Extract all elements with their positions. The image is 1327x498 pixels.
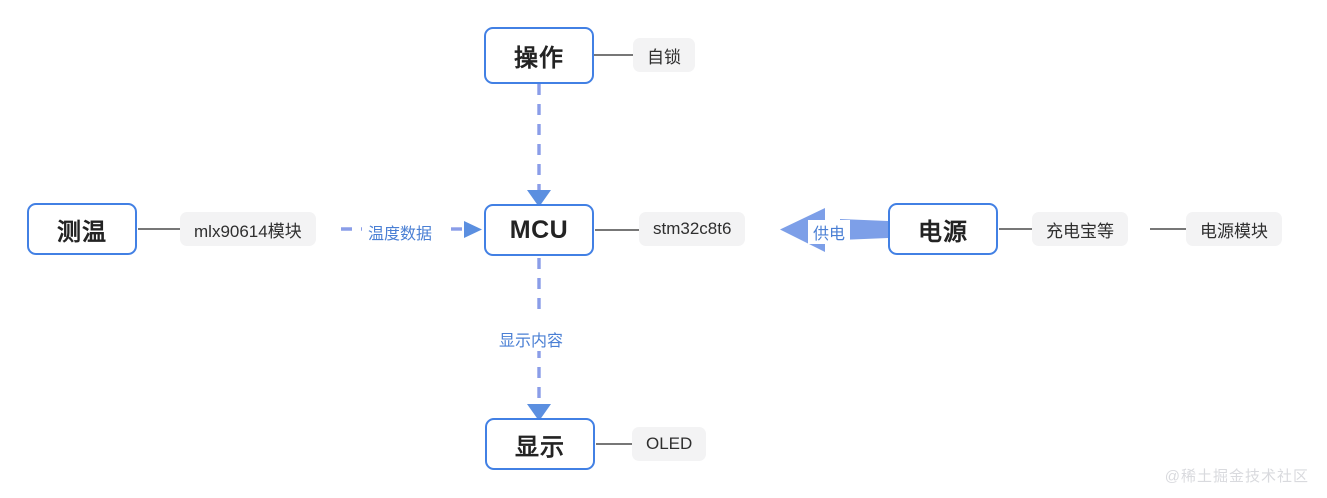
edge-label-display-content: 显示内容 <box>494 327 569 351</box>
node-temperature[interactable]: 测温 <box>27 203 137 255</box>
pill-mlx90614-label: mlx90614模块 <box>194 221 302 241</box>
pill-power-bank[interactable]: 充电宝等 <box>1032 212 1128 246</box>
node-mcu[interactable]: MCU <box>484 204 594 256</box>
pill-power-module[interactable]: 电源模块 <box>1186 212 1282 246</box>
edge-label-power-supply: 供电 <box>808 220 851 244</box>
node-operation-label: 操作 <box>514 45 564 72</box>
pill-mlx90614[interactable]: mlx90614模块 <box>180 212 316 246</box>
arrowhead-temperature-to-mcu <box>464 221 482 238</box>
node-operation[interactable]: 操作 <box>484 27 594 84</box>
node-mcu-label: MCU <box>509 215 569 244</box>
node-power-label: 电源 <box>918 218 968 246</box>
pill-oled[interactable]: OLED <box>632 427 707 461</box>
pill-self-lock-label: 自锁 <box>647 47 681 67</box>
watermark: @稀土掘金技术社区 <box>1164 468 1309 485</box>
pill-power-module-label: 电源模块 <box>1200 221 1268 241</box>
node-display[interactable]: 显示 <box>485 418 595 470</box>
node-display-label: 显示 <box>515 433 565 461</box>
pill-self-lock[interactable]: 自锁 <box>633 38 695 72</box>
pill-stm32c8t6-label: stm32c8t6 <box>653 219 732 238</box>
pill-stm32c8t6[interactable]: stm32c8t6 <box>639 212 746 246</box>
node-power[interactable]: 电源 <box>888 203 998 255</box>
edge-label-temperature-data: 温度数据 <box>363 220 438 244</box>
node-temperature-label: 测温 <box>57 218 107 246</box>
pill-oled-label: OLED <box>646 434 693 453</box>
pill-power-bank-label: 充电宝等 <box>1046 221 1114 241</box>
